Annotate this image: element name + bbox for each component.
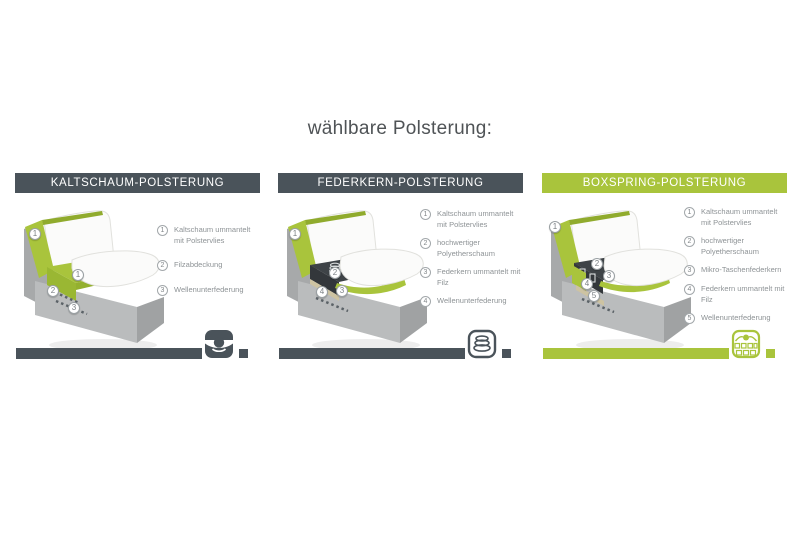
legend-item: 5 Wellenunterfederung xyxy=(684,313,786,324)
legend-number-badge: 2 xyxy=(420,238,431,249)
layer-marker: 3 xyxy=(603,270,615,282)
legend-text: hochwertiger Polyetherschaum xyxy=(701,236,759,256)
legend-text: Federkern ummantelt mit Filz xyxy=(437,267,521,287)
legend-text: Kaltschaum ummantelt mit Polstervlies xyxy=(701,207,778,227)
legend-text: hochwertiger Polyetherschaum xyxy=(437,238,495,258)
legend-item: 1 Kaltschaum ummantelt mit Polstervlies xyxy=(157,225,259,246)
legend-number-badge: 2 xyxy=(684,236,695,247)
boxspring-layers-icon xyxy=(731,329,761,359)
legend-number-badge: 4 xyxy=(420,296,431,307)
legend-item: 3 Mikro-Taschenfederkern xyxy=(684,265,786,276)
legend-text: Kaltschaum ummantelt mit Polstervlies xyxy=(174,225,251,245)
legend-number-badge: 4 xyxy=(684,284,695,295)
legend-text: Mikro-Taschenfederkern xyxy=(701,265,782,274)
panel-footer-bar xyxy=(543,348,729,359)
legend-item: 1 Kaltschaum ummantelt mit Polstervlies xyxy=(420,209,522,230)
layer-marker: 4 xyxy=(581,278,593,290)
legend-number-badge: 1 xyxy=(157,225,168,236)
legend-item: 2 hochwertiger Polyetherschaum xyxy=(420,238,522,259)
panel-title: FEDERKERN-POLSTERUNG xyxy=(317,177,484,189)
panel-kaltschaum: KALTSCHAUM-POLSTERUNG 1 1 2 3 1 Kaltscha… xyxy=(15,173,260,359)
legend-text: Wellenunterfederung xyxy=(174,285,244,294)
layer-marker: 2 xyxy=(329,267,341,279)
legend-text: Wellenunterfederung xyxy=(701,313,771,322)
layer-marker: 1 xyxy=(72,269,84,281)
legend-text: Federkern ummantelt mit Filz xyxy=(701,284,785,304)
panel-federkern: FEDERKERN-POLSTERUNG 1 2 3 4 xyxy=(278,173,523,359)
legend-number-badge: 3 xyxy=(157,285,168,296)
legend-text: Kaltschaum ummantelt mit Polstervlies xyxy=(437,209,514,229)
layer-marker: 4 xyxy=(316,286,328,298)
legend-text: Wellenunterfederung xyxy=(437,296,507,305)
legend-boxspring: 1 Kaltschaum ummantelt mit Polstervlies … xyxy=(684,207,786,332)
panel-federkern-header: FEDERKERN-POLSTERUNG xyxy=(278,173,523,193)
footer-accent-square xyxy=(502,349,511,358)
sofa-cutaway-illustration-boxspring: 1 2 3 4 5 xyxy=(542,195,694,355)
legend-item: 4 Wellenunterfederung xyxy=(420,296,522,307)
panel-boxspring: BOXSPRING-POLSTERUNG xyxy=(542,173,787,359)
legend-federkern: 1 Kaltschaum ummantelt mit Polstervlies … xyxy=(420,209,522,315)
legend-item: 3 Federkern ummantelt mit Filz xyxy=(420,267,522,288)
legend-text: Filzabdeckung xyxy=(174,260,223,269)
footer-accent-square xyxy=(766,349,775,358)
sofa-cutaway-illustration-kaltschaum: 1 1 2 3 xyxy=(15,195,167,355)
legend-item: 3 Wellenunterfederung xyxy=(157,285,259,296)
panel-footer-bar xyxy=(279,348,465,359)
panel-footer-bar xyxy=(16,348,202,359)
layer-marker: 3 xyxy=(68,302,80,314)
legend-number-badge: 3 xyxy=(420,267,431,278)
layer-marker: 1 xyxy=(549,221,561,233)
panel-title: KALTSCHAUM-POLSTERUNG xyxy=(50,177,225,189)
footer-accent-square xyxy=(239,349,248,358)
legend-number-badge: 5 xyxy=(684,313,695,324)
legend-kaltschaum: 1 Kaltschaum ummantelt mit Polstervlies … xyxy=(157,225,259,310)
legend-number-badge: 1 xyxy=(420,209,431,220)
legend-item: 2 Filzabdeckung xyxy=(157,260,259,271)
sofa-cutaway-drawing xyxy=(24,210,164,351)
legend-number-badge: 1 xyxy=(684,207,695,218)
legend-item: 2 hochwertiger Polyetherschaum xyxy=(684,236,786,257)
panel-boxspring-header: BOXSPRING-POLSTERUNG xyxy=(542,173,787,193)
spring-coil-icon xyxy=(467,329,497,359)
page-title: wählbare Polsterung: xyxy=(307,118,493,139)
sofa-cutaway-drawing xyxy=(551,210,691,351)
layer-marker: 2 xyxy=(591,258,603,270)
legend-item: 1 Kaltschaum ummantelt mit Polstervlies xyxy=(684,207,786,228)
layer-marker: 1 xyxy=(289,228,301,240)
foam-cross-section-icon xyxy=(204,329,234,359)
layer-marker: 2 xyxy=(47,285,59,297)
layer-marker: 1 xyxy=(29,228,41,240)
sofa-cutaway-drawing xyxy=(287,210,427,351)
legend-number-badge: 2 xyxy=(157,260,168,271)
panel-title: BOXSPRING-POLSTERUNG xyxy=(582,177,747,189)
layer-marker: 5 xyxy=(588,290,600,302)
layer-marker: 3 xyxy=(336,285,348,297)
panel-kaltschaum-header: KALTSCHAUM-POLSTERUNG xyxy=(15,173,260,193)
legend-item: 4 Federkern ummantelt mit Filz xyxy=(684,284,786,305)
sofa-cutaway-illustration-federkern: 1 2 3 4 xyxy=(278,195,430,355)
legend-number-badge: 3 xyxy=(684,265,695,276)
